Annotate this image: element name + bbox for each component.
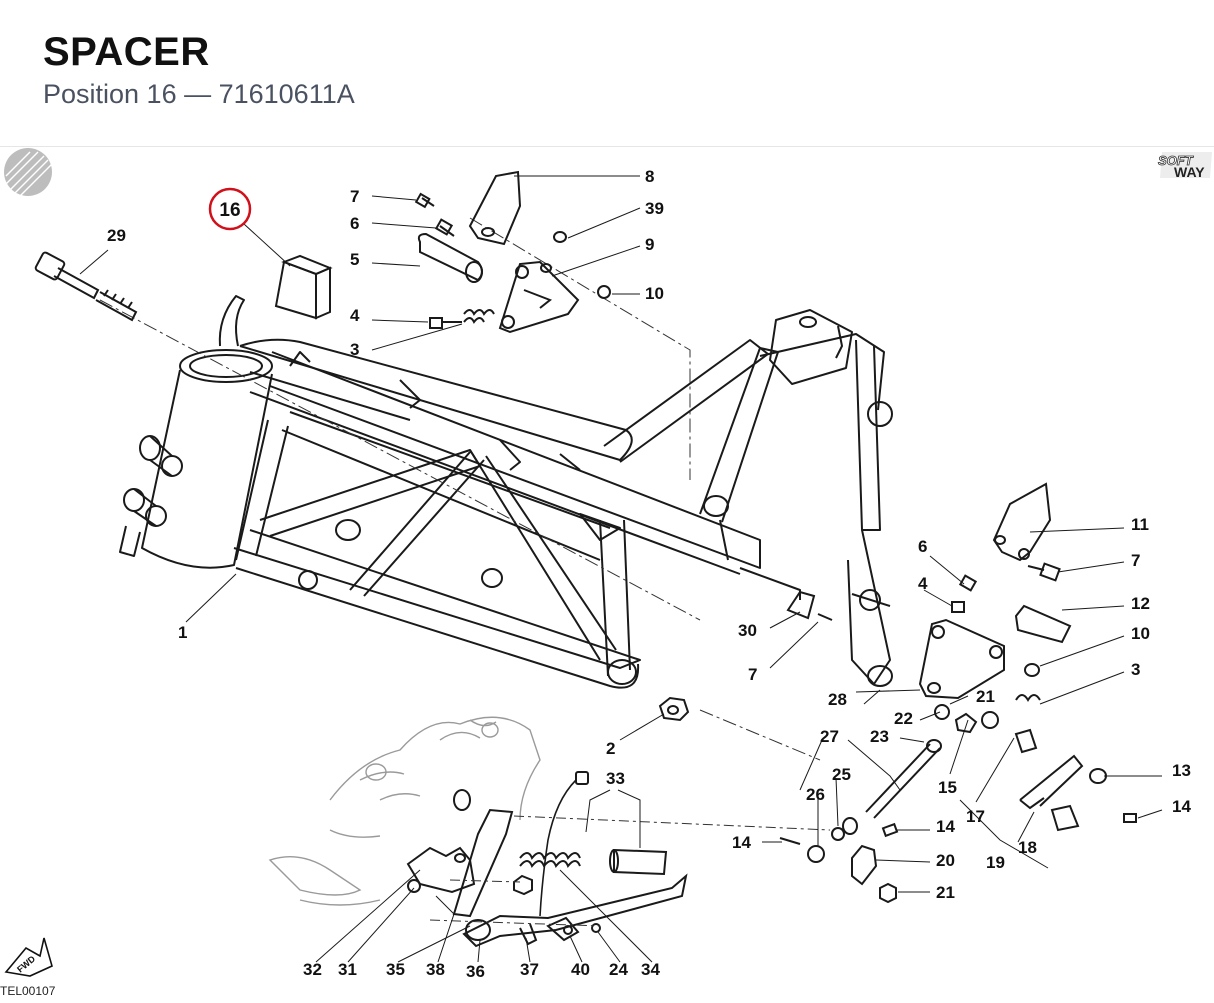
callout-23: 23 — [870, 727, 889, 746]
callout-28: 28 — [828, 690, 847, 709]
callout-27: 27 — [820, 727, 839, 746]
callout-29: 29 — [107, 226, 126, 245]
callout-34: 34 — [641, 960, 660, 979]
callout-5: 5 — [350, 250, 359, 269]
bolt-29-art — [34, 251, 138, 322]
callout-16: 16 — [219, 200, 240, 221]
callout-20: 20 — [936, 851, 955, 870]
callout-31: 31 — [338, 960, 357, 979]
engine-outline-art — [268, 716, 541, 906]
page-subtitle: Position 16 — 71610611A — [43, 79, 355, 109]
side-stand-assembly-art — [406, 771, 688, 948]
highlighted-callout-16[interactable]: 16 — [208, 187, 252, 231]
callout-3: 3 — [350, 340, 359, 359]
callout-10: 10 — [645, 284, 664, 303]
callout-39: 39 — [645, 199, 664, 218]
highlight-ring-icon — [208, 187, 252, 231]
callout-32: 32 — [303, 960, 322, 979]
callout-17: 17 — [966, 807, 985, 826]
callout-25: 25 — [832, 765, 851, 784]
callout-36: 36 — [466, 962, 485, 981]
nut-2-art — [658, 696, 690, 722]
center-line — [99, 217, 821, 761]
page-header: SPACER Position 16 — 71610611A — [43, 26, 355, 110]
callout-7-right: 7 — [1131, 551, 1140, 570]
callout-14-left: 14 — [732, 833, 751, 852]
callout-22: 22 — [894, 709, 913, 728]
callout-18: 18 — [1018, 838, 1037, 857]
callout-1: 1 — [178, 623, 187, 642]
callout-7-lower: 7 — [748, 665, 757, 684]
softway-badge-icon: SOFT WAY — [1158, 152, 1212, 180]
callout-21-upper: 21 — [976, 687, 995, 706]
callout-7: 7 — [350, 187, 359, 206]
callout-21-lower: 21 — [936, 883, 955, 902]
page-title: SPACER — [43, 30, 210, 74]
callout-37: 37 — [520, 960, 539, 979]
callout-14-mid: 14 — [936, 817, 955, 836]
right-footpeg-assembly-art — [779, 482, 1137, 904]
callout-35: 35 — [386, 960, 405, 979]
callout-12: 12 — [1131, 594, 1150, 613]
callout-15: 15 — [938, 778, 957, 797]
callout-4-right: 4 — [918, 574, 928, 593]
left-footpeg-assembly-art — [414, 170, 611, 334]
callout-24: 24 — [609, 960, 628, 979]
callout-9: 9 — [645, 235, 654, 254]
callout-2: 2 — [606, 739, 615, 758]
callout-6: 6 — [350, 214, 359, 233]
callout-26: 26 — [806, 785, 825, 804]
forward-arrow-icon: FWD — [4, 937, 53, 977]
lower-center-line — [429, 879, 601, 927]
callout-labels: 7 6 5 4 3 8 39 9 10 29 1 2 11 7 12 10 3 … — [107, 167, 1191, 981]
callout-38: 38 — [426, 960, 445, 979]
badge-top-text: SOFT — [1158, 153, 1194, 168]
badge-bottom-text: WAY — [1174, 164, 1205, 180]
lower-center-line-2 — [513, 815, 831, 831]
callout-13: 13 — [1172, 761, 1191, 780]
header-divider — [0, 146, 1214, 147]
frame-line-art — [119, 295, 893, 689]
callout-19: 19 — [986, 853, 1005, 872]
callout-8: 8 — [645, 167, 654, 186]
callout-40: 40 — [571, 960, 590, 979]
callout-33: 33 — [606, 769, 625, 788]
callout-14-right: 14 — [1172, 797, 1191, 816]
callout-6-right: 6 — [918, 537, 927, 556]
leader-lines — [79, 175, 1163, 963]
corner-logo-icon — [4, 148, 53, 197]
callout-30: 30 — [738, 621, 757, 640]
callout-11: 11 — [1131, 515, 1149, 534]
spacer-16-art — [274, 254, 333, 320]
callout-10-right: 10 — [1131, 624, 1150, 643]
drawing-code: TEL00107 — [0, 984, 56, 998]
callout-3-right: 3 — [1131, 660, 1140, 679]
callout-4: 4 — [350, 306, 360, 325]
